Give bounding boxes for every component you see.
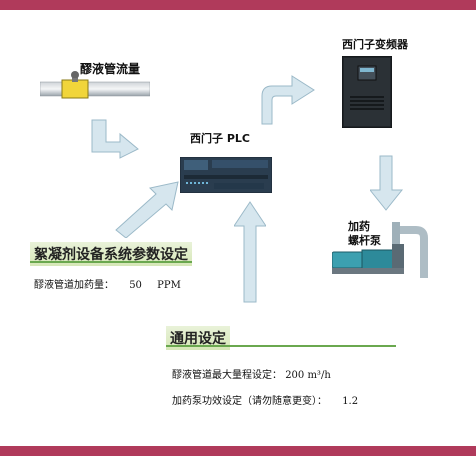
dosing-label: 醪液管道加药量： (34, 280, 114, 291)
dosing-unit: PPM (157, 280, 181, 291)
max-range-label: 醪液管道最大量程设定： (172, 370, 282, 381)
pump-label-line1: 加药 (348, 220, 370, 233)
general-title-underline (166, 345, 396, 347)
arrow-general-to-plc (234, 200, 266, 304)
pump-label-line2: 螺杆泵 (348, 234, 381, 247)
flocculant-title-underline (30, 261, 192, 263)
flowmeter-label: 醪液管流量 (80, 62, 141, 76)
screw-pump (331, 222, 428, 284)
max-range-row: 醪液管道最大量程设定： 200 m³/h (172, 366, 331, 381)
arrow-params-to-plc (112, 180, 182, 238)
pump-efficiency-label: 加药泵功效设定（请勿随意更变）： (172, 396, 327, 407)
vfd-label: 西门子变频器 (342, 38, 408, 51)
flowmeter-pipe (39, 70, 151, 110)
dosing-value[interactable]: 50 (129, 280, 142, 291)
top-bar (0, 0, 476, 10)
vfd-device (341, 55, 393, 129)
pump-efficiency-row: 加药泵功效设定（请勿随意更变）： 1.2 (172, 392, 358, 407)
plc-device (179, 156, 273, 194)
plc-label: 西门子 PLC (190, 132, 250, 145)
arrow-flowmeter-to-plc (88, 118, 142, 160)
bottom-bar (0, 446, 476, 456)
dosing-row: 醪液管道加药量： 50 PPM (34, 276, 181, 291)
pump-efficiency-value[interactable]: 1.2 (342, 396, 359, 407)
arrow-vfd-to-pump (370, 154, 404, 212)
arrow-plc-to-vfd (258, 68, 318, 126)
max-range-value[interactable]: 200 m³/h (285, 370, 331, 381)
